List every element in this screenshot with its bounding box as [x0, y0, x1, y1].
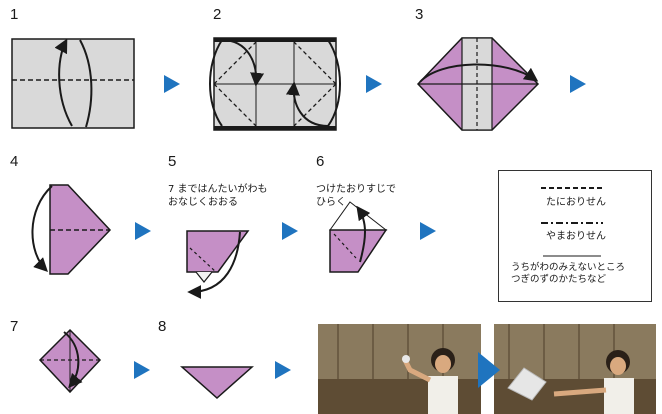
photo-throw-start — [318, 324, 481, 414]
step7-paper — [40, 330, 100, 392]
next-arrow-6 — [420, 222, 436, 240]
step1-paper — [12, 39, 134, 128]
legend-hidden-line: うちがわのみえないところ つぎのずのかたちなど — [511, 262, 651, 286]
step4-paper — [32, 185, 110, 274]
step3-paper — [418, 38, 538, 130]
next-arrow-3 — [570, 75, 586, 93]
next-arrow-1 — [164, 75, 180, 93]
next-arrow-4 — [135, 222, 151, 240]
next-arrow-5 — [282, 222, 298, 240]
legend-box: たにおりせん やまおりせん うちがわのみえないところ つぎのずのかたちなど — [498, 170, 652, 302]
step5-paper — [187, 231, 248, 292]
photo-throw-release — [494, 324, 656, 414]
step2-paper — [210, 38, 340, 130]
step8-paper — [182, 367, 252, 398]
step6-paper — [330, 202, 386, 272]
next-arrow-7 — [134, 361, 150, 379]
legend-valley-fold: たにおりせん — [499, 193, 653, 208]
legend-mountain-fold: やまおりせん — [499, 227, 653, 242]
photo-next-arrow — [476, 352, 500, 388]
next-arrow-2 — [366, 75, 382, 93]
next-arrow-8 — [275, 361, 291, 379]
